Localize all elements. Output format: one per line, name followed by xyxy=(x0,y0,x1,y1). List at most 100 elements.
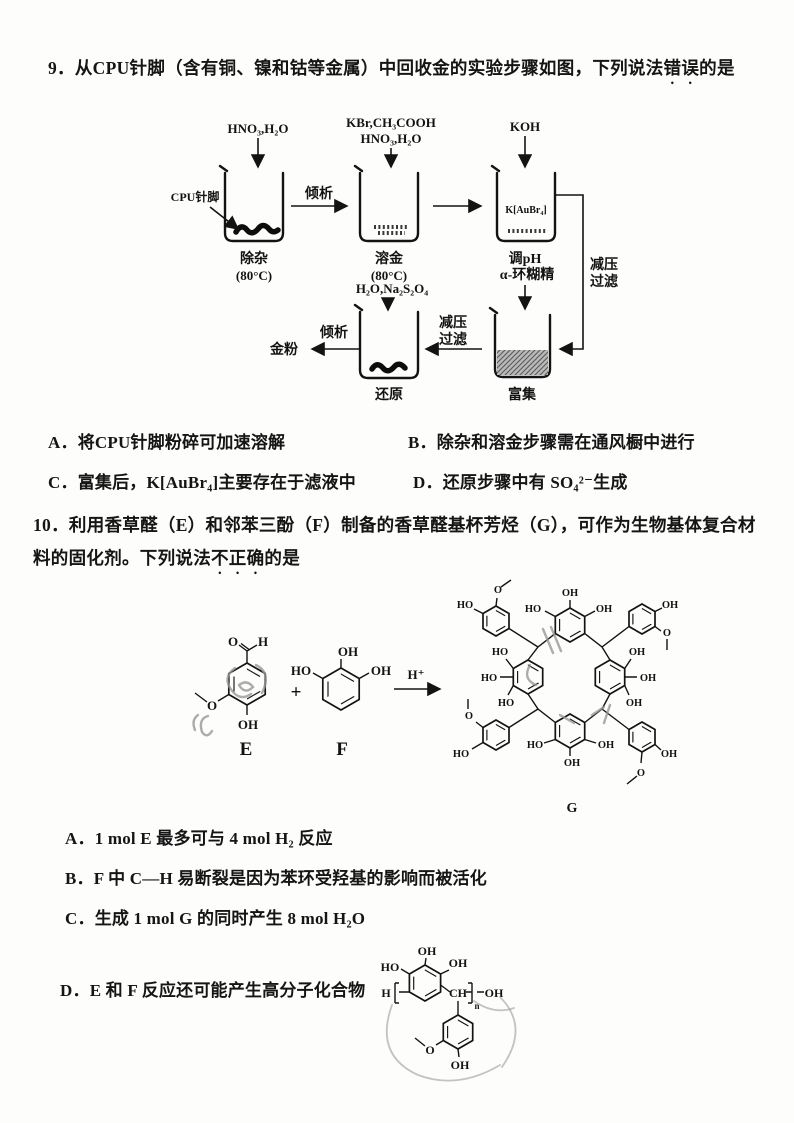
q10-option-a: A．1 mol E 最多可与 4 mol H₂ 反应 xyxy=(65,824,333,849)
e-methoxy-oxygen: O xyxy=(207,698,217,713)
q9-flow-diagram: HNO₃,H₂O CPU针脚 除杂 (80°C) 倾析 KBr,CH₃COOH … xyxy=(171,115,618,403)
q10-option-b-label: B． xyxy=(65,869,94,888)
g-obl-o: O xyxy=(465,711,473,722)
filter1-line1: 减压 xyxy=(590,256,618,273)
g-rr-oh3: OH xyxy=(626,698,642,709)
pen-mark xyxy=(558,703,612,725)
poly-oh-right: OH xyxy=(449,956,468,970)
q10-option-d-text: E 和 F 反应还可能产生高分子化合物 xyxy=(89,981,366,1000)
q10-line1: 利用香草醛（E）和邻苯三酚（F）制备的香草醛基杯芳烃（G），可作为生物基体复合材 xyxy=(68,515,756,535)
gold-residue-speckle xyxy=(374,225,408,235)
q10-reaction-scheme: O H O OH E + OH HO OH F H⁺ xyxy=(192,579,678,816)
g-obr-o: O xyxy=(637,768,645,779)
label-f: F xyxy=(336,739,348,760)
beaker-fuji xyxy=(488,306,552,379)
scan-artifact-curve xyxy=(473,1000,515,1012)
step1-label: 除杂 xyxy=(240,250,268,267)
f-ho-left: HO xyxy=(291,663,311,678)
question-9-stem: 9．从CPU针脚（含有铜、镍和钴等金属）中回收金的实验步骤如图，下列说法错误的是 xyxy=(48,55,735,88)
e-cho-oxygen: O xyxy=(228,634,238,649)
structure-g-calixarene: HO OH OH HO HO HO OH OH OH HO OH OH O HO… xyxy=(453,579,678,816)
q10-option-a-text: 1 mol E 最多可与 4 mol H₂ 反应 xyxy=(94,829,333,848)
q10-option-b: B．F 中 C—H 易断裂是因为苯环受羟基的影响而被活化 xyxy=(65,864,487,889)
cpu-pins-label: CPU针脚 xyxy=(171,189,220,204)
pencil-scribble xyxy=(254,663,268,695)
q9-text-pre: 从CPU针脚（含有铜、镍和钴等金属）中回收金的实验步骤如图，下列说法 xyxy=(74,58,664,78)
g-rt-oh1: OH xyxy=(562,588,578,599)
arrow-vacuum-filter-elbow xyxy=(555,194,584,357)
q10-option-d-label: D． xyxy=(60,981,90,1000)
structure-e-vanillin: O H O OH E xyxy=(192,634,268,760)
polymer-repeat-unit: OH HO OH H CH n OH O OH xyxy=(381,944,517,1082)
step2-label: 溶金 xyxy=(375,250,404,267)
g-rb-oh2: OH xyxy=(564,758,580,769)
arrow-cpu-pointer xyxy=(209,206,240,230)
poly-oh-bottom: OH xyxy=(451,1058,470,1072)
g-rl-ho1: HO xyxy=(492,647,508,658)
e-hydroxyl: OH xyxy=(238,717,258,732)
q10-option-d: D．E 和 F 反应还可能产生高分子化合物 xyxy=(60,976,365,1001)
label-e: E xyxy=(240,739,253,760)
q9-option-c: C．富集后，K[AuBr₄]主要存在于滤液中 xyxy=(48,468,356,493)
gold-powder-label: 金粉 xyxy=(269,341,298,358)
q9-option-d: D．还原步骤中有 SO₄²⁻生成 xyxy=(413,468,628,493)
plus-sign: + xyxy=(291,682,302,703)
g-obr-oh: OH xyxy=(661,749,677,760)
beaker-tiaoph xyxy=(490,164,557,243)
q10-option-b-text: F 中 C—H 易断裂是因为苯环受羟基的影响而被活化 xyxy=(93,869,487,888)
decant1-label: 倾析 xyxy=(304,185,333,202)
g-otl-o: O xyxy=(494,585,502,596)
filter2-line2: 过滤 xyxy=(439,331,467,348)
q10-polymer-structure: OH HO OH H CH n OH O OH xyxy=(381,944,517,1082)
scan-artifact-curve xyxy=(385,1004,501,1082)
q9-option-b: B．除杂和溶金步骤需在通风橱中进行 xyxy=(408,428,695,453)
step5-label: 富集 xyxy=(508,386,537,403)
pencil-scribble xyxy=(237,681,255,692)
reagent-kbr-ch3cooh: KBr,CH₃COOH xyxy=(346,115,436,130)
g-rl-ho2: HO xyxy=(481,673,497,684)
g-rb-oh1: OH xyxy=(598,740,614,751)
g-otr-oh: OH xyxy=(662,600,678,611)
beaker-rongjin xyxy=(353,164,420,243)
pencil-scribble xyxy=(226,666,253,699)
q10-option-c: C．生成 1 mol G 的同时产生 8 mol H₂O xyxy=(65,904,365,929)
structure-f-pyrogallol: OH HO OH F xyxy=(291,644,391,760)
decant2-label: 倾析 xyxy=(319,324,348,341)
filter1-line2: 过滤 xyxy=(590,273,618,290)
f-oh-top: OH xyxy=(338,644,358,659)
pen-mark xyxy=(525,663,538,687)
reagent-na2s2o4: H₂O,Na₂S₂O₄ xyxy=(356,281,428,296)
reagent-koh: KOH xyxy=(510,119,540,134)
gold-powder-residue xyxy=(369,361,408,374)
step1-temp: (80°C) xyxy=(236,268,272,283)
q10-option-c-text: 生成 1 mol G 的同时产生 8 mol H₂O xyxy=(94,909,366,928)
beaker-huanyuan xyxy=(353,303,420,380)
q9-option-c-label: C． xyxy=(48,473,78,492)
poly-ho-left: HO xyxy=(381,960,400,974)
e-cho-hydrogen: H xyxy=(258,634,268,649)
q9-option-a-label: A． xyxy=(48,433,78,452)
reagent-hno3-h2o-2: HNO₃,H₂O xyxy=(361,131,422,146)
poly-oh-top: OH xyxy=(418,944,437,958)
poly-methoxy-o: O xyxy=(425,1043,434,1057)
reagent-cyclodextrin: α-环糊精 xyxy=(500,266,554,283)
q9-option-d-text: 还原步骤中有 SO₄²⁻生成 xyxy=(442,473,628,492)
step4-label: 还原 xyxy=(374,386,403,403)
g-rt-oh2: OH xyxy=(596,604,612,615)
poly-oh-chain-end: OH xyxy=(485,986,504,1000)
q9-number: 9． xyxy=(48,58,75,78)
f-oh-right: OH xyxy=(371,663,391,678)
q9-option-a-text: 将CPU针脚粉碎可加速溶解 xyxy=(77,433,286,452)
q9-text-post: 的是 xyxy=(699,58,735,78)
q9-option-d-label: D． xyxy=(413,473,443,492)
poly-h-end: H xyxy=(381,986,391,1000)
q10-line2-pre: 料的固化剂。下列说法 xyxy=(33,548,211,568)
q10-line2-post: 的是 xyxy=(264,548,301,568)
q9-option-c-text: 富集后，K[AuBr₄]主要存在于滤液中 xyxy=(77,473,356,492)
g-rr-oh2: OH xyxy=(640,673,656,684)
q9-text-emphasis: 错误 xyxy=(663,58,700,78)
q9-option-a: A．将CPU针脚粉碎可加速溶解 xyxy=(48,428,285,453)
step3-label: 调pH xyxy=(509,251,542,267)
q10-line2-emphasis: 不正确 xyxy=(211,548,265,568)
